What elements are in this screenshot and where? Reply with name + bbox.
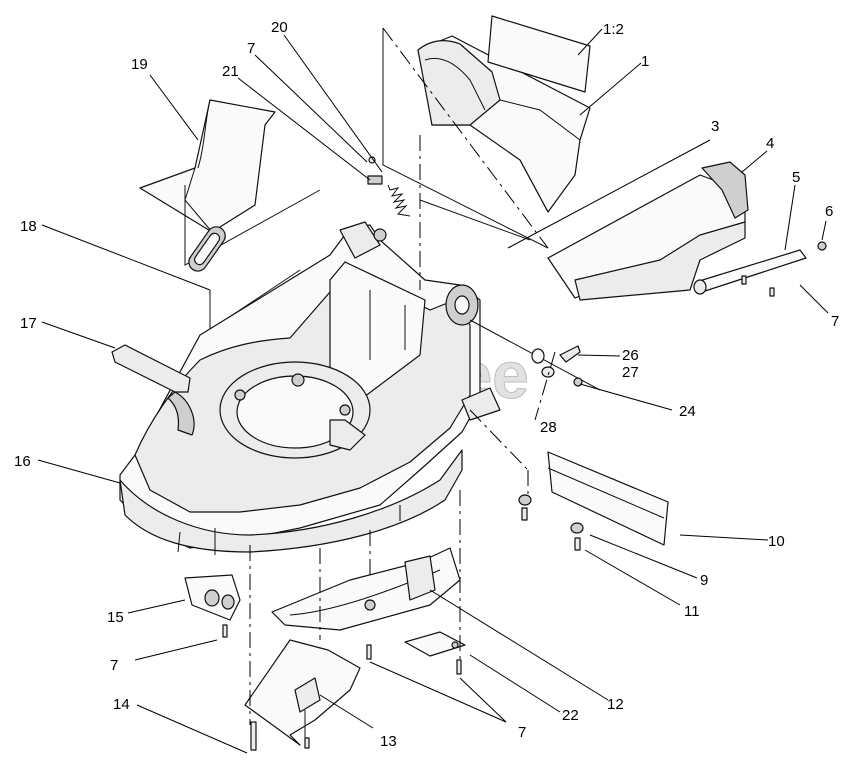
callout-28: 28 [540,419,557,436]
callout-20: 20 [271,19,288,36]
part-4-rear-flap[interactable] [547,161,749,301]
part-22-plate[interactable] [404,631,466,657]
part-10-trim-strip[interactable] [547,451,669,546]
callout-17: 17 [20,315,37,332]
part-27-washer[interactable] [531,348,545,364]
part-24-nut[interactable] [573,377,583,387]
part-5-axle-rod[interactable] [693,249,807,295]
leader-lines [37,28,829,754]
callout-10: 10 [768,533,785,550]
part-1-frame-lines [382,28,549,249]
part-19-chute-deflector[interactable] [139,99,276,233]
callout-22: 22 [562,707,579,724]
callout-24: 24 [679,403,696,420]
callout-21: 21 [222,63,239,80]
alignment-lines [249,27,556,725]
callout-1: 1 [641,53,649,70]
callout-16: 16 [14,453,31,470]
callout-6: 6 [825,203,833,220]
part-18-gasket[interactable] [185,223,228,274]
callout-19: 19 [131,56,148,73]
part-7-screws[interactable] [222,275,775,749]
part-3-rod[interactable] [419,199,531,241]
callout-labels: 1:2 1 3 4 5 6 7 7 7 7 9 10 11 12 13 14 1… [14,19,839,750]
callout-15: 15 [107,609,124,626]
callout-11: 11 [684,603,700,620]
part-1-2-decal[interactable] [487,15,591,93]
callout-7-d: 7 [518,724,526,741]
callout-7-a: 7 [831,313,839,330]
callout-7-b: 7 [247,40,255,57]
part-17-handle-bracket[interactable] [111,344,195,436]
callout-3: 3 [711,118,719,135]
callout-9: 9 [700,572,708,589]
callout-27: 27 [622,364,639,381]
part-6-clip[interactable] [817,241,827,251]
part-15-clip[interactable] [184,574,241,621]
part-1-rear-guard[interactable] [417,35,591,213]
callout-26: 26 [622,347,639,364]
callout-7-c: 7 [110,657,118,674]
part-26-lever[interactable] [559,345,581,363]
part-20-spring[interactable] [368,156,411,217]
callout-12: 12 [607,696,624,713]
callout-14: 14 [113,696,130,713]
part-28-bushing[interactable] [541,366,555,378]
part-19-frame-lines [184,185,321,266]
part-12-blade-guard[interactable] [271,547,461,631]
part-16-deck-housing[interactable] [119,221,501,555]
part-9-nut[interactable] [518,494,584,534]
callout-1-2: 1:2 [603,21,624,38]
part-21-bracket[interactable] [367,175,383,185]
callout-4: 4 [766,135,774,152]
callout-13: 13 [380,733,397,750]
part-13-deflector[interactable] [244,639,361,746]
callout-5: 5 [792,169,800,186]
part-11-screw[interactable] [521,507,581,551]
part-14-screw[interactable] [250,721,257,751]
callout-18: 18 [20,218,37,235]
